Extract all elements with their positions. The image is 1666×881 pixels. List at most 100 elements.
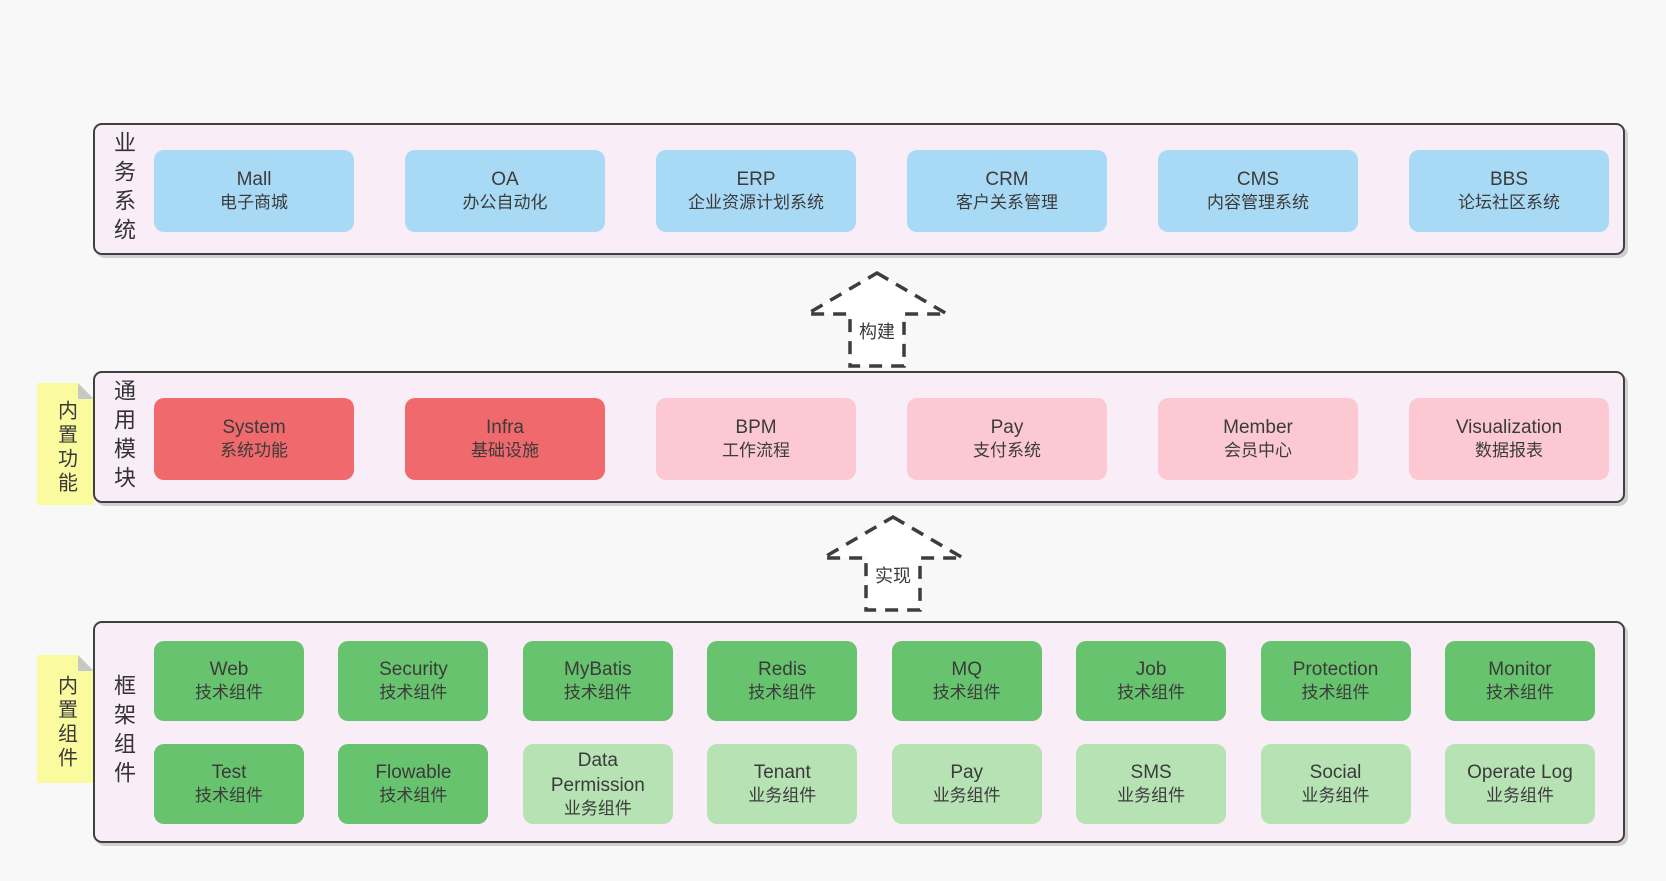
box-erp: ERP 企业资源计划系统 xyxy=(656,150,856,232)
box-crm: CRM 客户关系管理 xyxy=(907,150,1107,232)
box-subtitle: 技术组件 xyxy=(379,683,448,703)
box-title: OA xyxy=(491,169,519,191)
box-bpm: BPM 工作流程 xyxy=(656,398,856,480)
arrow-build-label: 构建 xyxy=(856,318,898,344)
box-title: Pay xyxy=(990,417,1024,439)
sticky-note-builtin-components: 内置组件 xyxy=(37,655,94,783)
framework-box-row-2: Test 技术组件 Flowable 技术组件 Data Permission … xyxy=(154,744,1595,824)
box-title: Infra xyxy=(485,417,525,439)
box-title: Job xyxy=(1135,659,1167,681)
box-subtitle: 技术组件 xyxy=(563,683,632,703)
box-operate-log: Operate Log 业务组件 xyxy=(1444,744,1595,824)
box-subtitle: 技术组件 xyxy=(195,683,263,703)
box-title: Data Permission xyxy=(550,749,645,796)
box-mybatis: MyBatis 技术组件 xyxy=(522,641,673,721)
box-job: Job 技术组件 xyxy=(1076,641,1227,721)
box-subtitle: 技术组件 xyxy=(1301,683,1370,703)
box-subtitle: 数据报表 xyxy=(1475,441,1543,461)
sticky-note-builtin-features: 内置功能 xyxy=(37,383,94,505)
box-title: Member xyxy=(1223,417,1293,439)
box-title: Tenant xyxy=(753,762,811,784)
box-title: Monitor xyxy=(1488,659,1552,681)
box-sms: SMS 业务组件 xyxy=(1076,744,1227,824)
box-social: Social 业务组件 xyxy=(1260,744,1411,824)
box-oa: OA 办公自动化 xyxy=(405,150,605,232)
box-subtitle: 业务组件 xyxy=(932,786,1001,806)
box-redis: Redis 技术组件 xyxy=(707,641,858,721)
box-subtitle: 基础设施 xyxy=(471,441,539,461)
box-title: ERP xyxy=(736,169,776,191)
box-subtitle: 技术组件 xyxy=(1117,683,1186,703)
panel-business-systems: 业务系统 Mall 电子商城 OA 办公自动化 ERP 企业资源计划系统 CRM… xyxy=(93,123,1625,255)
box-subtitle: 客户关系管理 xyxy=(956,193,1058,213)
box-title: Social xyxy=(1309,762,1362,784)
arrow-implement: 实现 xyxy=(820,514,966,614)
panel-modules-label: 通用模块 xyxy=(111,379,136,495)
framework-box-row-1: Web 技术组件 Security 技术组件 MyBatis 技术组件 Redi… xyxy=(154,641,1595,721)
box-subtitle: 技术组件 xyxy=(932,683,1001,703)
modules-box-row: System 系统功能 Infra 基础设施 BPM 工作流程 Pay 支付系统… xyxy=(154,398,1609,480)
box-subtitle: 业务组件 xyxy=(748,786,817,806)
business-box-row: Mall 电子商城 OA 办公自动化 ERP 企业资源计划系统 CRM 客户关系… xyxy=(154,150,1609,232)
box-visualization: Visualization 数据报表 xyxy=(1409,398,1609,480)
sticky-label: 内置组件 xyxy=(54,674,77,771)
box-infra: Infra 基础设施 xyxy=(405,398,605,480)
box-mall: Mall 电子商城 xyxy=(154,150,354,232)
box-title: Redis xyxy=(757,659,807,681)
arrow-build: 构建 xyxy=(804,270,950,370)
box-subtitle: 业务组件 xyxy=(1301,786,1370,806)
box-pay-biz: Pay 业务组件 xyxy=(891,744,1042,824)
box-title: BPM xyxy=(735,417,777,439)
box-subtitle: 技术组件 xyxy=(195,786,263,806)
box-subtitle: 工作流程 xyxy=(722,441,790,461)
box-title: System xyxy=(222,417,286,439)
box-subtitle: 会员中心 xyxy=(1224,441,1292,461)
box-subtitle: 支付系统 xyxy=(973,441,1041,461)
box-subtitle: 内容管理系统 xyxy=(1207,193,1309,213)
box-title: Operate Log xyxy=(1467,762,1573,784)
box-member: Member 会员中心 xyxy=(1158,398,1358,480)
box-title: MyBatis xyxy=(564,659,632,681)
box-title: Security xyxy=(379,659,448,681)
panel-business-label: 业务系统 xyxy=(111,131,136,247)
box-title: BBS xyxy=(1489,169,1529,191)
box-title: Web xyxy=(209,659,249,681)
box-title: CMS xyxy=(1236,169,1280,191)
sticky-label: 内置功能 xyxy=(54,399,77,496)
box-security: Security 技术组件 xyxy=(338,641,489,721)
box-system: System 系统功能 xyxy=(154,398,354,480)
box-title: Mall xyxy=(236,169,272,191)
box-title: MQ xyxy=(951,659,982,681)
box-tenant: Tenant 业务组件 xyxy=(707,744,858,824)
panel-framework-components: 框架组件 Web 技术组件 Security 技术组件 MyBatis 技术组件… xyxy=(93,621,1625,843)
box-cms: CMS 内容管理系统 xyxy=(1158,150,1358,232)
panel-framework-label: 框架组件 xyxy=(111,674,136,790)
box-monitor: Monitor 技术组件 xyxy=(1444,641,1595,721)
box-title: Test xyxy=(211,762,247,784)
box-protection: Protection 技术组件 xyxy=(1260,641,1411,721)
box-test: Test 技术组件 xyxy=(154,744,304,824)
box-web: Web 技术组件 xyxy=(154,641,304,721)
folded-corner-icon xyxy=(78,383,94,399)
box-subtitle: 技术组件 xyxy=(1485,683,1554,703)
box-flowable: Flowable 技术组件 xyxy=(338,744,489,824)
arrow-implement-label: 实现 xyxy=(872,562,914,588)
box-title: Flowable xyxy=(375,762,452,784)
box-title: SMS xyxy=(1130,762,1172,784)
box-subtitle: 技术组件 xyxy=(748,683,817,703)
box-subtitle: 系统功能 xyxy=(220,441,288,461)
box-subtitle: 业务组件 xyxy=(563,798,632,818)
folded-corner-icon xyxy=(78,655,94,671)
box-title: Pay xyxy=(950,762,984,784)
panel-common-modules: 通用模块 System 系统功能 Infra 基础设施 BPM 工作流程 Pay… xyxy=(93,371,1625,503)
box-data-permission: Data Permission 业务组件 xyxy=(522,744,673,824)
box-title: CRM xyxy=(985,169,1029,191)
box-title: Visualization xyxy=(1455,417,1563,439)
box-subtitle: 办公自动化 xyxy=(462,193,548,213)
box-subtitle: 论坛社区系统 xyxy=(1458,193,1560,213)
box-pay: Pay 支付系统 xyxy=(907,398,1107,480)
box-subtitle: 电子商城 xyxy=(220,193,288,213)
box-subtitle: 业务组件 xyxy=(1485,786,1554,806)
box-title: Protection xyxy=(1292,659,1379,681)
